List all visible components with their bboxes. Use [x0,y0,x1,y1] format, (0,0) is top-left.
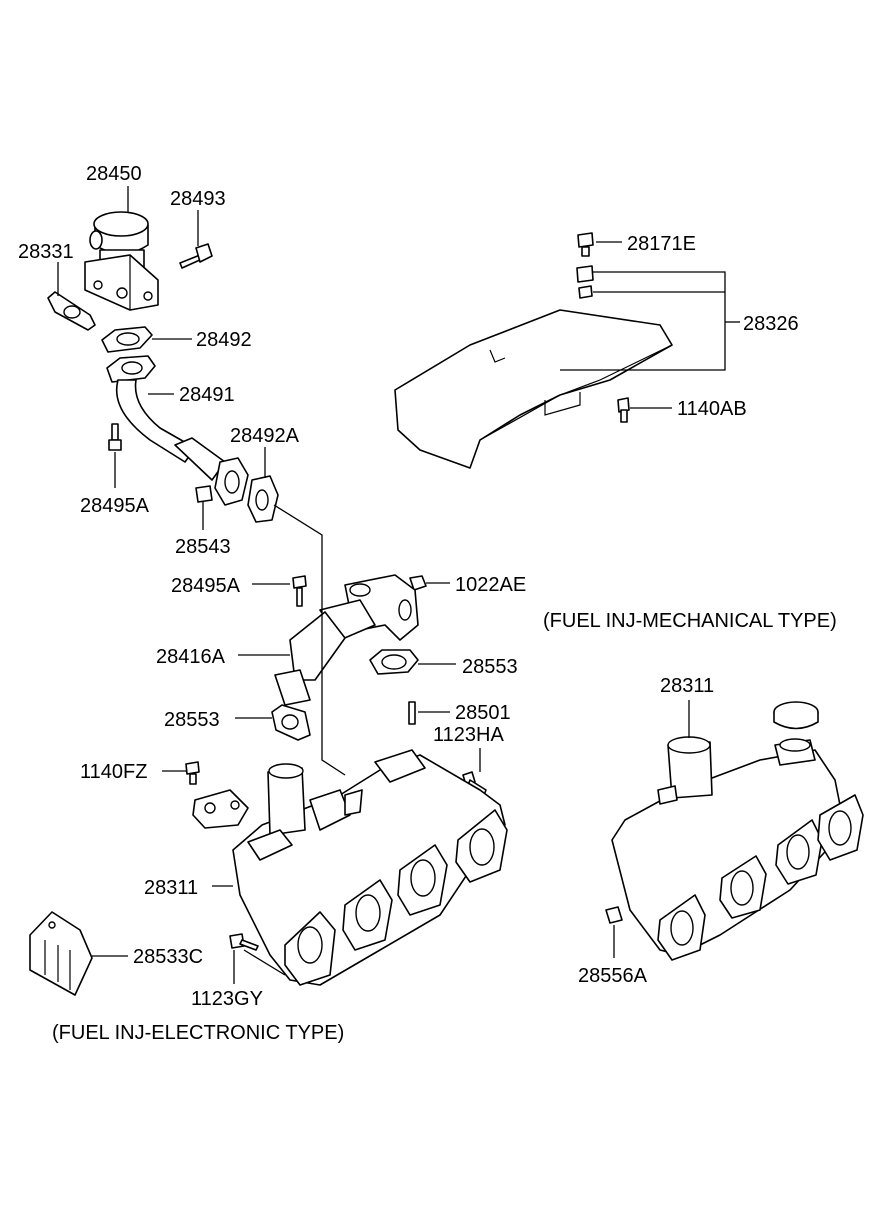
nut-28556A [605,906,623,924]
label-1140FZ: 1140FZ [80,761,147,783]
label-1140AB: 1140AB [677,398,747,420]
gasket-28492A [247,475,279,523]
label-28553-right: 28553 [462,656,518,678]
label-28533C: 28533C [133,946,203,968]
egr-pipe-28491 [106,355,249,506]
label-28556A: 28556A [578,965,648,987]
bolt-28495A-mid [292,575,307,607]
label-1123HA: 1123HA [433,724,504,746]
label-28492A: 28492A [230,425,300,447]
bolt-1140AB [617,397,630,423]
egr-pipe-28416A [274,574,419,706]
label-28501: 28501 [455,702,511,724]
gasket-28553-right [369,649,419,675]
gasket-28331 [47,291,96,331]
bolt-28171E [577,232,594,257]
bolt-28495A-top [108,423,122,451]
label-28331: 28331 [18,241,74,263]
heat-shield-28326 [394,309,673,469]
label-28326: 28326 [743,313,799,335]
gasket-28492 [101,326,153,353]
grommet [576,265,594,283]
egr-valve-28450 [84,211,159,311]
leader-lines [57,186,740,984]
bracket-28533C [29,911,93,996]
label-28495A-top: 28495A [80,495,150,517]
intake-manifold-28311-mechanical [611,736,864,961]
stud-28501 [408,701,416,725]
caption-mechanical: (FUEL INJ-MECHANICAL TYPE) [543,610,837,632]
label-28495A-mid: 28495A [171,575,241,597]
nut-28543 [195,485,213,503]
collar [578,285,593,299]
nut-1022AE [409,575,427,591]
part-labels: 28450 28493 28331 28492 28491 28492A 284… [18,163,799,1010]
sensor-bracket [192,789,249,829]
label-28553-left: 28553 [164,709,220,731]
caption-electronic: (FUEL INJ-ELECTRONIC TYPE) [52,1022,344,1044]
label-28311-right: 28311 [660,675,714,697]
label-28450: 28450 [86,163,142,185]
bolt-28493 [179,243,213,269]
label-28491: 28491 [179,384,235,406]
bolt-1123GY [229,933,259,951]
label-28493: 28493 [170,188,226,210]
gasket-28553-left [271,704,311,741]
cap [773,701,819,730]
label-28311-left: 28311 [144,877,198,899]
intake-manifold-28311-electronic [232,749,508,986]
bolt-1140FZ [185,761,200,785]
label-1123GY: 1123GY [191,988,263,1010]
label-28171E: 28171E [627,233,696,255]
label-1022AE: 1022AE [455,574,526,596]
label-28543: 28543 [175,536,231,558]
label-28416A: 28416A [156,646,226,668]
label-28492: 28492 [196,329,252,351]
captions: (FUEL INJ-MECHANICAL TYPE) (FUEL INJ-ELE… [52,610,837,1044]
